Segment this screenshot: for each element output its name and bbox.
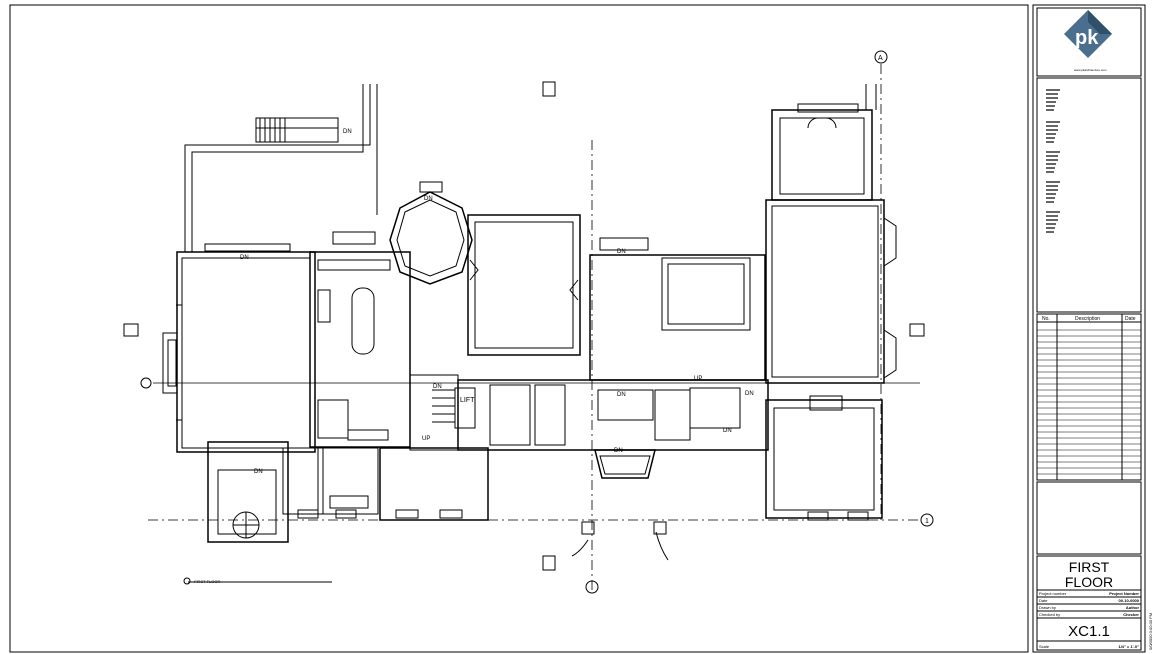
field-value: Checker	[1123, 612, 1139, 617]
dn-label: DN	[433, 384, 442, 390]
consultant-notes	[1046, 89, 1060, 233]
dn-label: DN	[617, 249, 626, 255]
terrace-top-left	[184, 84, 378, 252]
field-value: 00-10-0000	[1119, 598, 1140, 603]
grid-bubble-a: A	[878, 55, 883, 62]
bottom-bay	[594, 449, 656, 479]
revision-header-description: Description	[1075, 316, 1100, 322]
revision-header-date: Date	[1125, 316, 1136, 322]
revision-table: No. Description Date	[1037, 314, 1141, 480]
website-text: www.pkarchitecture.com	[1074, 68, 1107, 72]
sheet-number: XC1.1	[1068, 623, 1110, 640]
lower-left-rooms	[207, 441, 489, 543]
plan-title: FIRST FLOOR	[194, 579, 220, 584]
kitchen	[309, 231, 411, 448]
lift-label: LIFT	[460, 397, 475, 404]
title-block: pk www.pkarchitecture.com	[1032, 4, 1153, 653]
right-wing	[765, 84, 897, 384]
dn-label: DN	[240, 255, 249, 261]
sheet-border	[9, 4, 1029, 653]
sheet-title-line2: FLOOR	[1065, 574, 1113, 590]
dn-label: DN	[614, 448, 623, 454]
grid-bubble-1: 1	[925, 518, 929, 525]
scale-label: Scale	[1039, 644, 1050, 649]
up-label: UP	[422, 436, 430, 442]
logo: pk www.pkarchitecture.com	[1064, 10, 1112, 72]
sheet-title-line1: FIRST	[1069, 559, 1110, 575]
dn-label: DN	[424, 196, 433, 202]
field-label: Project number	[1039, 591, 1067, 596]
date-stamp: 0/0/0000 0:00:00 PM	[1148, 613, 1153, 650]
revision-header-no: No.	[1042, 316, 1050, 322]
up-label: UP	[694, 376, 702, 382]
octagon-room	[389, 181, 473, 285]
field-value: Project Number	[1109, 591, 1139, 596]
scale-value: 1/4" = 1'-0"	[1118, 644, 1139, 649]
dn-label: DN	[343, 129, 352, 135]
field-label: Date	[1039, 598, 1048, 603]
dn-label: DN	[254, 469, 263, 475]
dn-label: DN	[723, 428, 732, 434]
title-fields: Project number Project Number Date 00-10…	[1037, 589, 1141, 649]
field-value: Author	[1126, 605, 1140, 610]
plan-labels: DN DN DN DN DN DN DN DN DN DN UP UP A 1 …	[194, 55, 929, 584]
stairs-center	[409, 374, 459, 451]
bottom-right-room	[765, 395, 883, 521]
dn-label: DN	[617, 392, 626, 398]
central-hall	[467, 214, 581, 356]
logo-text: pk	[1075, 27, 1099, 49]
dn-label: DN	[745, 391, 754, 397]
field-label: Checked by	[1039, 612, 1060, 617]
section-markers	[123, 50, 934, 594]
field-label: Drawn by	[1039, 605, 1056, 610]
floor-plan: LIFT	[123, 50, 934, 594]
